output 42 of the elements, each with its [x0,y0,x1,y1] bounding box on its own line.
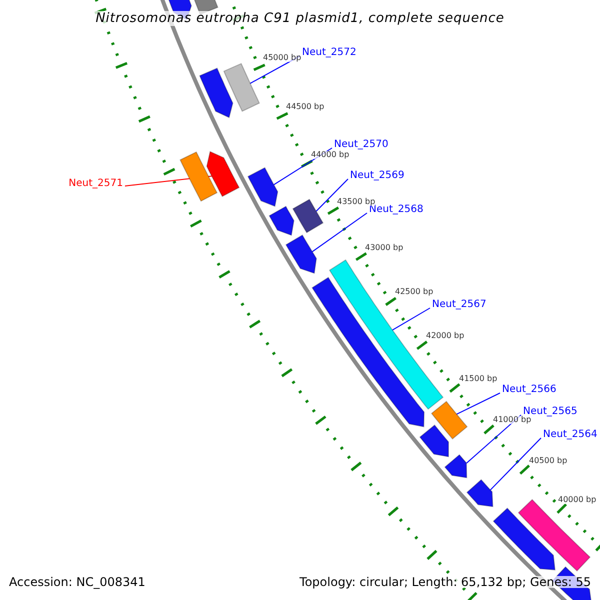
feature-bar [430,400,468,440]
scale-label: 42000 bp [426,332,464,340]
scale-label: 40500 bp [529,457,568,465]
gene-block [466,479,494,508]
leader-line [466,414,522,464]
gene-block [247,167,278,207]
gene-label: Neut_2568 [369,205,424,215]
scale-label: 44000 bp [311,151,350,159]
gene-block [492,508,556,570]
scale-label: 43000 bp [365,244,404,252]
leader-line [316,178,348,212]
scale-label: 40000 bp [558,496,596,504]
gene-label: Neut_2571 [68,179,123,189]
leader-line [392,308,430,331]
gene-label: Neut_2564 [543,430,598,440]
gene-block [268,206,294,236]
scale-label: 44500 bp [286,103,324,111]
scale-label: 41500 bp [459,375,498,383]
gene-block [206,150,240,198]
gene-label: Neut_2572 [302,48,356,58]
scale-label: 42500 bp [395,288,434,296]
leader-line [312,212,368,252]
gene-label: Neut_2570 [334,140,388,150]
gene-block [285,234,317,274]
scale-label: 45000 bp [263,54,302,62]
gene-label: Neut_2566 [502,385,556,395]
feature-bar [180,151,218,202]
feature-bar [292,198,324,234]
leader-line [456,392,500,415]
accession-label: Accession: NC_008341 [9,576,146,588]
scale-label: 41000 bp [493,416,532,424]
gene-block [419,424,449,458]
gene-block [312,276,425,428]
leader-line [490,438,542,490]
gene-block [444,454,468,478]
gene-label: Neut_2569 [350,171,404,181]
scale-label: 43500 bp [337,198,376,206]
gene-label: Neut_2567 [432,300,486,310]
summary-label: Topology: circular; Length: 65,132 bp; Genes: 55 [300,576,591,588]
feature-bar [223,62,260,112]
gene-block [199,68,234,118]
gene-label: Neut_2565 [523,407,578,417]
